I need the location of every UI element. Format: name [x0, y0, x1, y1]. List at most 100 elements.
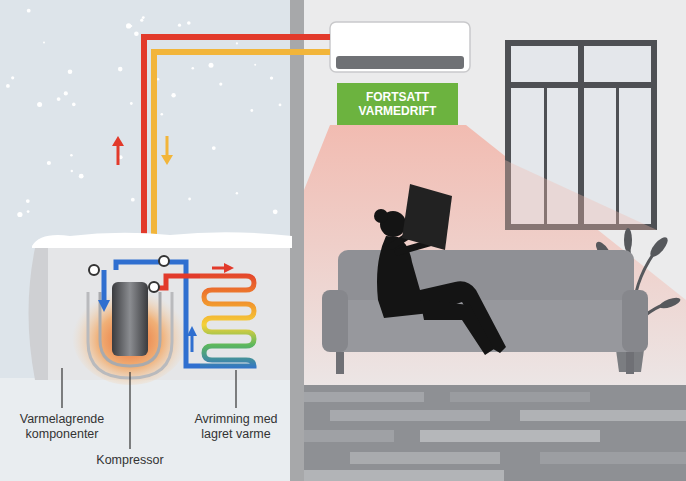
indoor-unit-vent	[336, 56, 464, 69]
snowflake	[26, 199, 30, 203]
snowflake	[68, 69, 73, 74]
floor-tile	[304, 470, 504, 481]
woman-hair	[374, 209, 388, 223]
snowflake	[270, 76, 273, 79]
defrost-hot-pipe	[153, 276, 200, 288]
suction-arrow	[98, 300, 110, 312]
sofa-leg	[336, 352, 344, 374]
valve	[159, 256, 169, 266]
snowflake	[236, 42, 238, 44]
snowflake	[134, 32, 139, 37]
snowflake	[171, 93, 175, 97]
woman-leg	[420, 300, 494, 355]
floor-tile	[520, 410, 686, 421]
flow-arrow-up	[117, 144, 120, 165]
floor-tile	[304, 430, 394, 442]
snowflake	[70, 154, 73, 157]
flow-arrow-head	[112, 136, 124, 146]
snowflake	[43, 42, 45, 44]
snowflake	[254, 64, 256, 66]
floor-tile	[420, 430, 600, 442]
window-pane	[511, 46, 578, 82]
plant-leaf	[658, 295, 681, 310]
snowflake	[47, 161, 51, 165]
house-wall	[290, 0, 304, 481]
snowflake	[161, 113, 164, 116]
status-band: FORTSATT VARMEDRIFT	[337, 83, 458, 125]
snowflake	[27, 9, 31, 13]
snowflake	[72, 103, 76, 107]
outdoor-unit-side	[29, 248, 51, 380]
band-text: FORTSATT VARMEDRIFT	[343, 90, 452, 118]
valve	[89, 265, 99, 275]
floor-tile	[330, 410, 490, 421]
indoor-unit-body	[330, 22, 470, 72]
plant-leaf	[624, 228, 632, 252]
window-pane	[584, 46, 651, 82]
sofa-arm	[322, 290, 348, 352]
floor	[304, 385, 686, 481]
snowflake	[188, 198, 191, 201]
sofa-leg	[626, 352, 634, 374]
coil-arrow	[191, 334, 194, 352]
snowflake	[157, 78, 159, 80]
floor-tile	[350, 452, 500, 464]
snowflake	[79, 174, 84, 179]
sofa-arm	[622, 290, 648, 352]
snowflake	[236, 192, 238, 194]
coil-arrow	[212, 267, 226, 270]
snowflake	[6, 84, 10, 88]
indoor-room	[304, 0, 686, 481]
snowflake	[131, 198, 135, 202]
snowflake	[250, 109, 253, 112]
window-glow	[505, 160, 657, 230]
part-label: Varmelagrende komponenter	[14, 412, 110, 442]
snow-ground	[0, 378, 292, 481]
window-pane	[619, 88, 651, 224]
snowflake	[17, 212, 22, 217]
snowflake	[130, 102, 133, 105]
floor-tiles	[304, 392, 686, 481]
snowflake	[279, 104, 282, 107]
snowflake	[187, 21, 191, 25]
snowflake	[57, 97, 61, 101]
snowflake	[37, 102, 42, 107]
floor-tile	[450, 392, 590, 402]
snowflake	[178, 24, 181, 27]
snowflake	[118, 67, 123, 72]
book	[402, 184, 452, 250]
snowflake	[212, 146, 216, 150]
coil-arrow-head	[187, 326, 197, 336]
defrost-coil	[200, 276, 254, 366]
part-label: Avrimning med lagret varme	[186, 412, 286, 442]
snowflake	[219, 83, 222, 86]
indoor-unit	[330, 22, 470, 72]
compressor	[112, 282, 148, 356]
coil-arrow-head	[224, 263, 234, 273]
snowflake	[71, 170, 73, 172]
snowflake	[142, 16, 145, 19]
valve	[149, 282, 159, 292]
floor-tile	[540, 452, 686, 464]
snowflake	[273, 209, 278, 214]
outdoor-unit	[29, 232, 293, 385]
coil-return-pipe	[116, 262, 200, 366]
snowflake	[11, 76, 14, 79]
snowflake	[209, 63, 214, 68]
part-label: Kompressor	[90, 453, 170, 468]
floor-tile	[304, 392, 424, 402]
plant-leaf	[647, 235, 670, 260]
snowflake	[27, 210, 30, 213]
snowflake	[192, 67, 195, 70]
flow-arrow-head	[161, 155, 173, 165]
leader-line	[129, 372, 130, 449]
reading-woman	[374, 184, 506, 355]
leader-line	[61, 368, 62, 408]
snow-on-unit	[32, 232, 292, 248]
flow-arrow-down	[166, 136, 169, 157]
return-pipe	[154, 52, 330, 262]
snowflake	[140, 19, 143, 22]
leader-line	[235, 370, 236, 408]
